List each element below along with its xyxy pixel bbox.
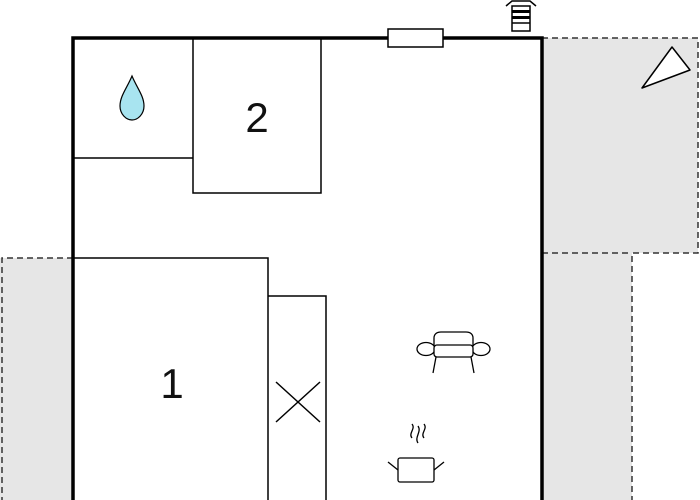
room-number-2: 2 — [245, 94, 268, 141]
water-drop-icon — [119, 74, 145, 121]
wardrobe-cross-icon — [268, 295, 327, 500]
cooking-pot-icon — [387, 423, 445, 483]
sofa-icon — [416, 331, 491, 374]
bedroom-2-walls — [192, 37, 322, 194]
interior-floor — [73, 38, 542, 500]
terrace-area-left — [0, 258, 73, 500]
terrace-area-right — [542, 38, 698, 500]
bedroom-1-walls — [73, 257, 269, 500]
stairs-icon — [505, 0, 537, 32]
terrace-flag-icon — [641, 46, 691, 89]
room-number-1: 1 — [160, 360, 183, 407]
terrace-area-right-outline — [542, 37, 699, 500]
window-icon — [387, 28, 444, 48]
terrace-area-left-outline — [1, 257, 73, 500]
